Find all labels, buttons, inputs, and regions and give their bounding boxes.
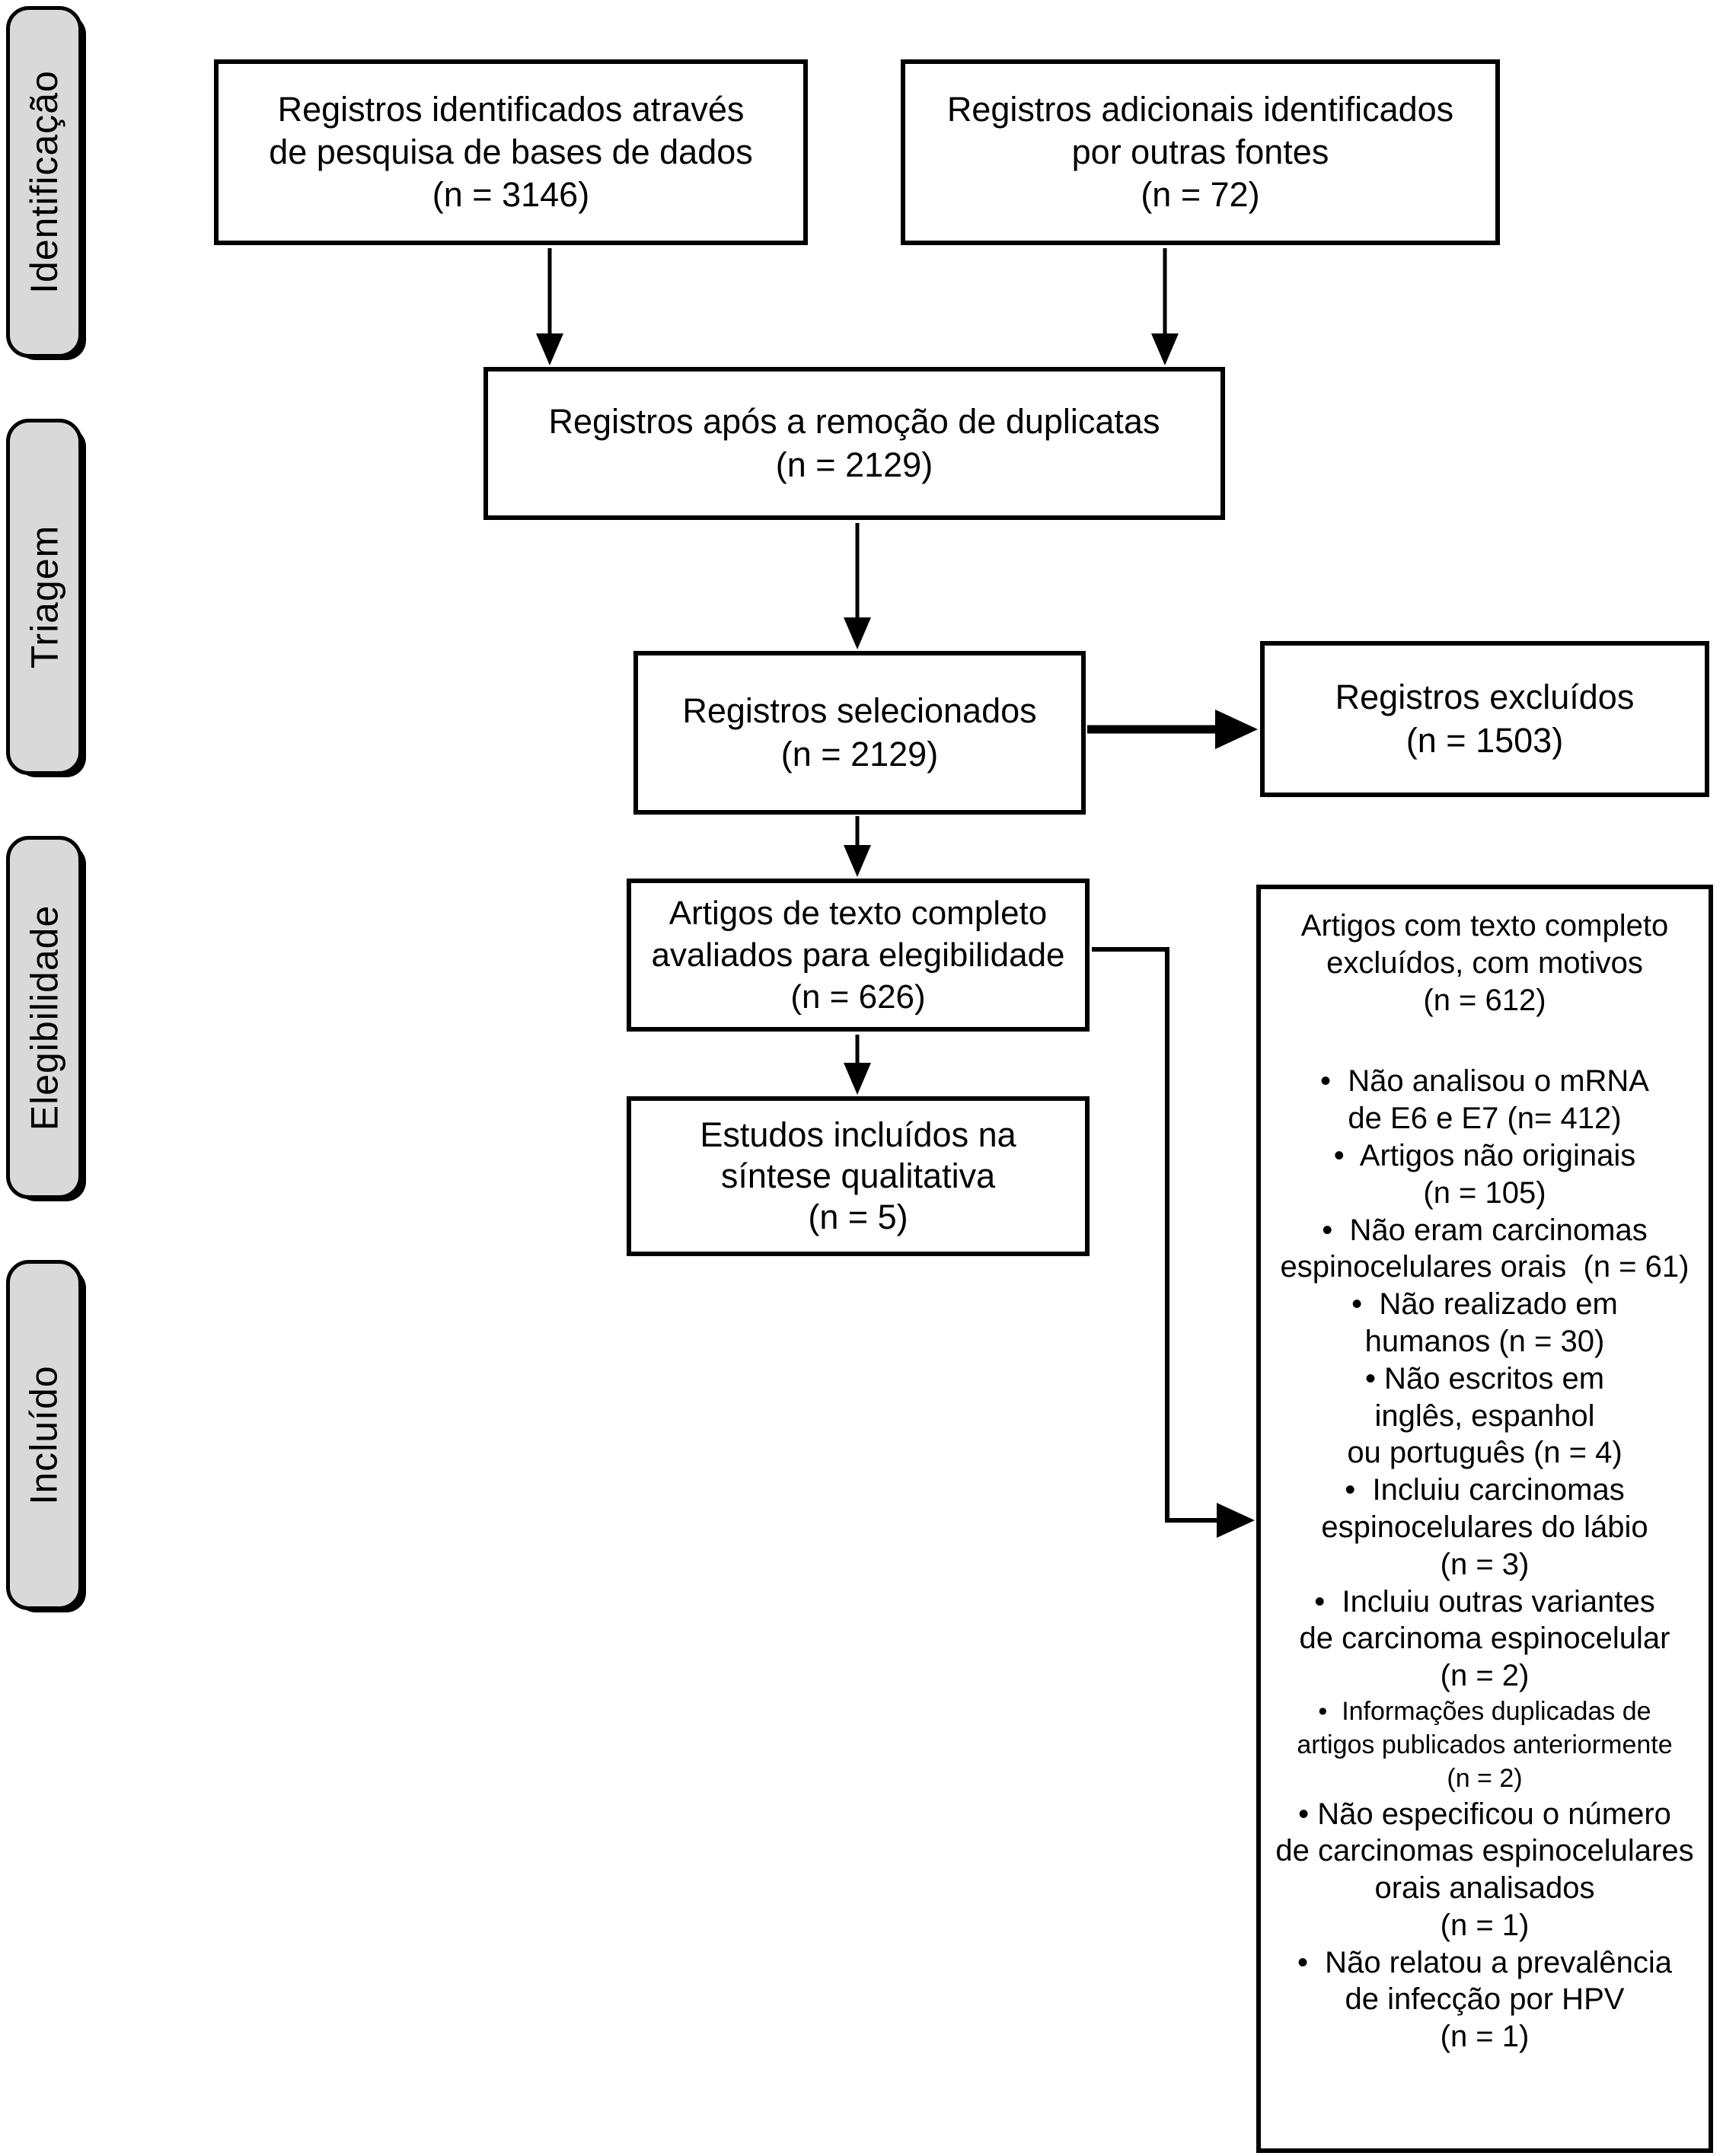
box-records-after-duplicates-removed-text: Registros após a remoção de duplicatas (… [548,402,1160,484]
box-records-screened: Registros selecionados (n = 2129) [633,651,1086,815]
stage-identificacao-label: Identificação [23,70,65,294]
box-records-additional-sources: Registros adicionais identificados por o… [901,59,1500,245]
arrow-identified-to-dedup [536,248,563,365]
box-records-excluded-text: Registros excluídos (n = 1503) [1335,678,1635,760]
box-records-excluded: Registros excluídos (n = 1503) [1260,641,1709,797]
stage-incluido: Incluído [6,1260,82,1610]
exclusion-reason-item: • Artigos não originais (n = 105) [1333,1138,1636,1210]
exclusion-reason-item: • Não eram carcinomas espinocelulares or… [1280,1213,1689,1284]
arrow-screened-to-excluded [1087,710,1258,749]
stage-triagem: Triagem [6,419,82,775]
box-records-additional-sources-text: Registros adicionais identificados por o… [946,89,1454,215]
exclusion-box-title: Artigos com texto completo excluídos, co… [1300,909,1669,1017]
exclusion-reason-item: • Não escritos em inglês, espanhol ou po… [1347,1361,1622,1470]
arrow-dedup-to-screened [844,523,871,649]
arrow-fulltext-to-included [844,1035,871,1095]
exclusion-reason-item: • Não especificou o número de carcinomas… [1275,1797,1694,1942]
box-records-after-duplicates-removed: Registros após a remoção de duplicatas (… [483,367,1225,520]
box-fulltext-assessed: Artigos de texto completo avaliados para… [627,879,1090,1032]
box-records-screened-text: Registros selecionados (n = 2129) [682,691,1037,773]
arrow-screened-to-fulltext [844,816,871,877]
box-records-identified-databases: Registros identificados através de pesqu… [214,59,808,245]
exclusion-reason-item: • Incluiu carcinomas espinocelulares do … [1321,1473,1648,1581]
box-studies-included: Estudos incluídos na síntese qualitativa… [627,1096,1090,1256]
stage-identificacao: Identificação [6,6,82,358]
exclusion-reason-item: • Informações duplicadas de artigos publ… [1297,1696,1673,1794]
stage-elegibilidade: Elegibilidade [6,836,82,1199]
arrow-additional-to-dedup [1151,248,1179,365]
exclusion-reason-item: • Não relatou a prevalência de infecção … [1297,1945,1673,2054]
box-fulltext-excluded-reasons: Artigos com texto completo excluídos, co… [1256,885,1713,2153]
box-studies-included-text: Estudos incluídos na síntese qualitativa… [700,1115,1016,1236]
exclusion-reason-item: • Incluiu outras variantes de carcinoma … [1299,1584,1670,1693]
box-fulltext-assessed-text: Artigos de texto completo avaliados para… [651,895,1065,1016]
arrow-fulltext-to-reasons [1092,947,1255,1538]
stage-triagem-label: Triagem [23,525,65,669]
box-records-identified-databases-text: Registros identificados através de pesqu… [269,89,753,215]
exclusion-reason-item: • Não analisou o mRNA de E6 e E7 (n= 412… [1320,1064,1649,1136]
stage-elegibilidade-label: Elegibilidade [23,904,66,1131]
exclusion-reason-item: • Não realizado em humanos (n = 30) [1351,1287,1618,1358]
stage-incluido-label: Incluído [23,1365,65,1505]
